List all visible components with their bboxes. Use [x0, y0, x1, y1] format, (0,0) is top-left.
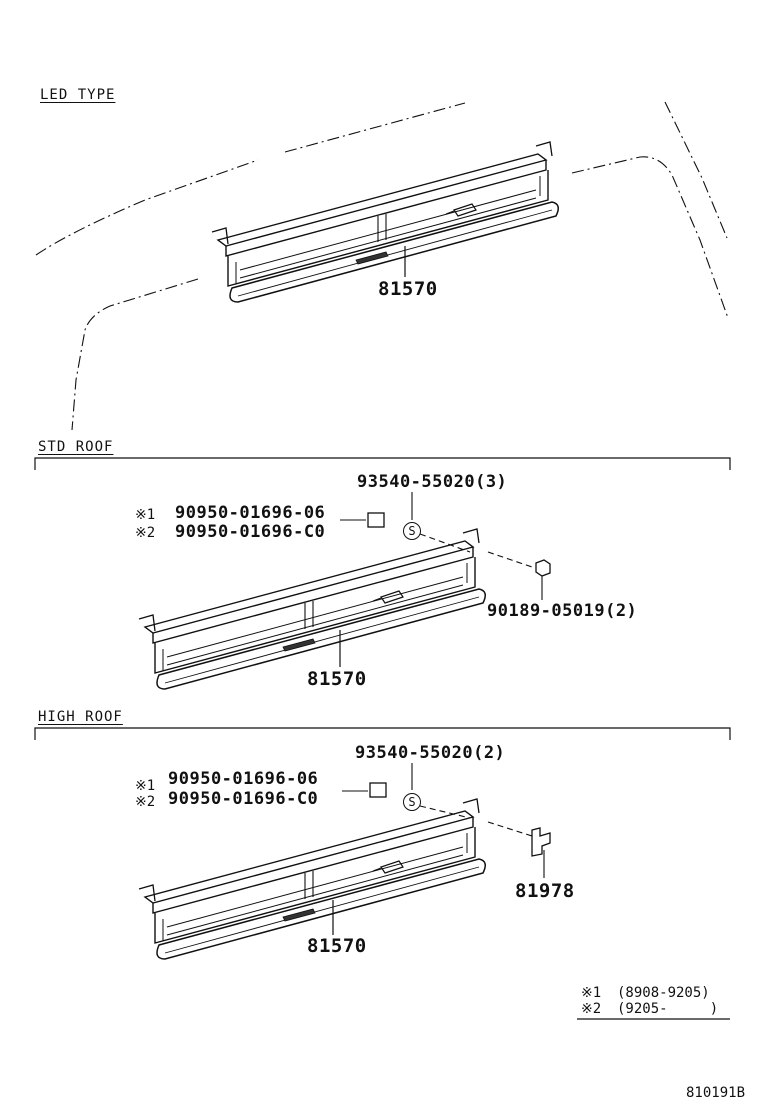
variant-mark-high-1: ※1 — [135, 778, 156, 794]
clip-high — [531, 827, 551, 857]
part-label-high-clip: 81978 — [515, 880, 575, 902]
legend-mark-2: ※2 — [581, 1001, 602, 1017]
part-label-led-lamp: 81570 — [378, 278, 438, 300]
high-section-bracket — [34, 727, 731, 740]
part-label-high-variant-2: 90950-01696-C0 — [168, 789, 319, 809]
section-title-led: LED TYPE — [40, 87, 116, 103]
variant-mark-std-1: ※1 — [135, 507, 156, 523]
legend-range-2: (9205- ) — [617, 1001, 719, 1017]
part-label-high-variant-1: 90950-01696-06 — [168, 769, 319, 789]
variant-mark-std-2: ※2 — [135, 525, 156, 541]
std-section-bracket — [34, 457, 731, 470]
section-title-high: HIGH ROOF — [38, 709, 123, 725]
legend-mark-1: ※1 — [581, 985, 602, 1001]
legend-range-1: (8908-9205) — [617, 985, 710, 1001]
part-label-std-lamp: 81570 — [307, 668, 367, 690]
lamp-std — [138, 528, 486, 690]
screw-symbol-std: S — [403, 522, 421, 540]
part-label-high-lamp: 81570 — [307, 935, 367, 957]
screw-symbol-high: S — [403, 793, 421, 811]
part-label-std-clip: 90189-05019(2) — [487, 601, 638, 621]
variant-mark-high-2: ※2 — [135, 794, 156, 810]
figure-id: 810191B — [686, 1085, 746, 1101]
part-label-std-screw: 93540-55020(3) — [357, 472, 508, 492]
part-label-std-variant-1: 90950-01696-06 — [175, 503, 326, 523]
seal-high — [369, 782, 387, 798]
part-label-std-variant-2: 90950-01696-C0 — [175, 522, 326, 542]
clip-std — [535, 559, 551, 577]
seal-std — [367, 512, 385, 528]
part-label-high-screw: 93540-55020(2) — [355, 743, 506, 763]
section-title-std: STD ROOF — [38, 439, 114, 455]
